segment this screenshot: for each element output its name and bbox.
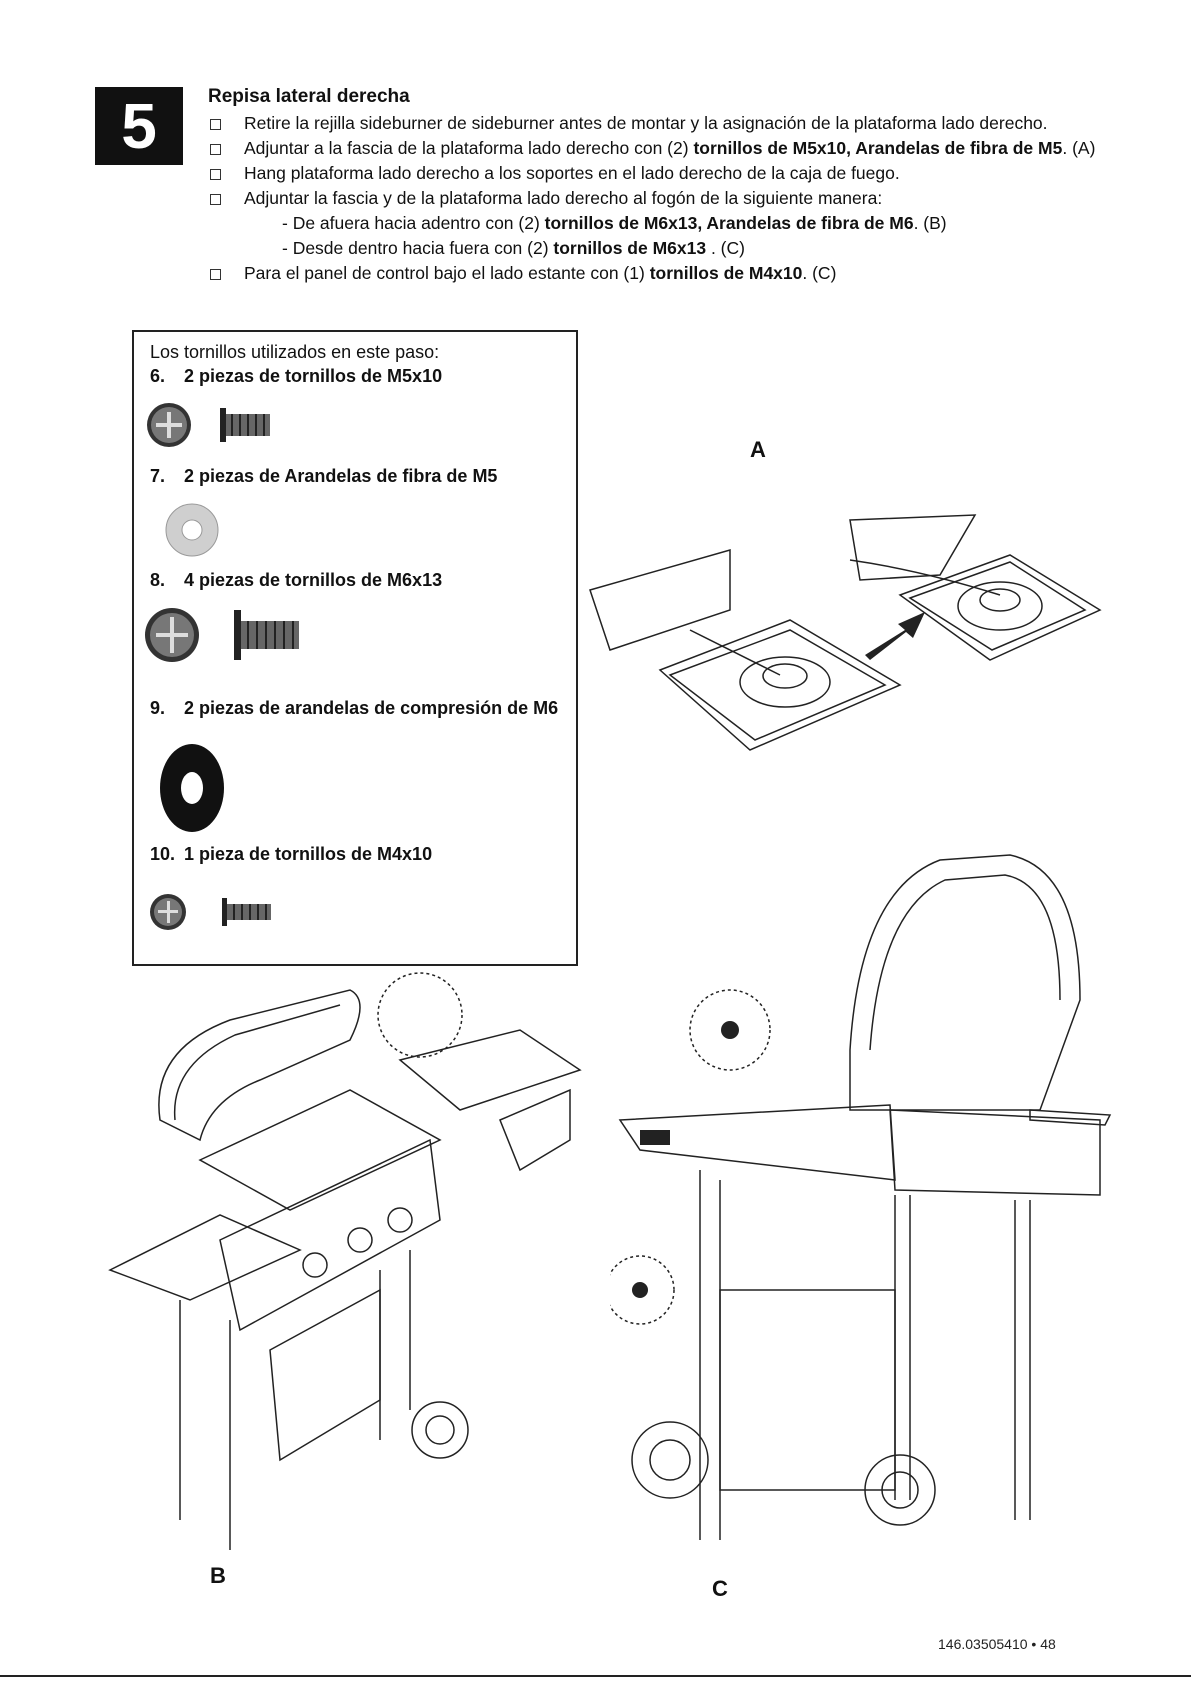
parts-intro: Los tornillos utilizados en este paso:	[150, 342, 440, 362]
checkbox-icon	[210, 169, 221, 180]
screw-icon	[150, 894, 271, 930]
sub-instruction-item: - Desde dentro hacia fuera con (2) torni…	[282, 238, 745, 258]
part-item-10: 10.1 pieza de tornillos de M4x10	[150, 844, 433, 864]
figure-c-grill-side-illustration	[610, 854, 1112, 1540]
compression-washer-icon	[160, 744, 224, 832]
screw-icon	[145, 608, 299, 662]
checkbox-icon	[210, 269, 221, 280]
instruction-item: Retire la rejilla sideburner de sideburn…	[210, 111, 1140, 136]
checkbox-icon	[210, 119, 221, 130]
checkbox-icon	[210, 144, 221, 155]
instruction-item: Hang plataforma lado derecho a los sopor…	[210, 161, 1140, 186]
page-footer: 146.03505410 • 48	[938, 1636, 1056, 1652]
instruction-list: Retire la rejilla sideburner de sideburn…	[210, 111, 1140, 286]
parts-box: Los tornillos utilizados en este paso: 6…	[132, 330, 578, 966]
part-item-7: 7.2 piezas de Arandelas de fibra de M5	[150, 466, 498, 486]
figure-label-c: C	[712, 1576, 728, 1601]
screw-icon	[147, 403, 270, 447]
part-item-8: 8.4 piezas de tornillos de M6x13	[150, 570, 443, 590]
sub-instruction-item: - De afuera hacia adentro con (2) tornil…	[282, 213, 947, 233]
instruction-item: Para el panel de control bajo el lado es…	[210, 261, 1140, 286]
washer-icon	[165, 503, 219, 557]
instruction-item: Adjuntar la fascia y de la plataforma la…	[210, 186, 1140, 211]
checkbox-icon	[210, 194, 221, 205]
figure-a-side-burner-illustration	[589, 514, 1102, 751]
figure-label-a: A	[750, 437, 766, 462]
part-item-6: 6.2 piezas de tornillos de M5x10	[150, 366, 443, 386]
bottom-rule	[0, 1675, 1191, 1677]
figure-b-grill-illustration	[108, 972, 582, 1550]
step-title: Repisa lateral derecha	[208, 86, 410, 107]
part-item-9: 9.2 piezas de arandelas de compresión de…	[150, 698, 559, 718]
figure-label-b: B	[210, 1563, 226, 1588]
instruction-item: Adjuntar a la fascia de la plataforma la…	[210, 136, 1140, 161]
step-number-badge: 5	[95, 87, 183, 165]
